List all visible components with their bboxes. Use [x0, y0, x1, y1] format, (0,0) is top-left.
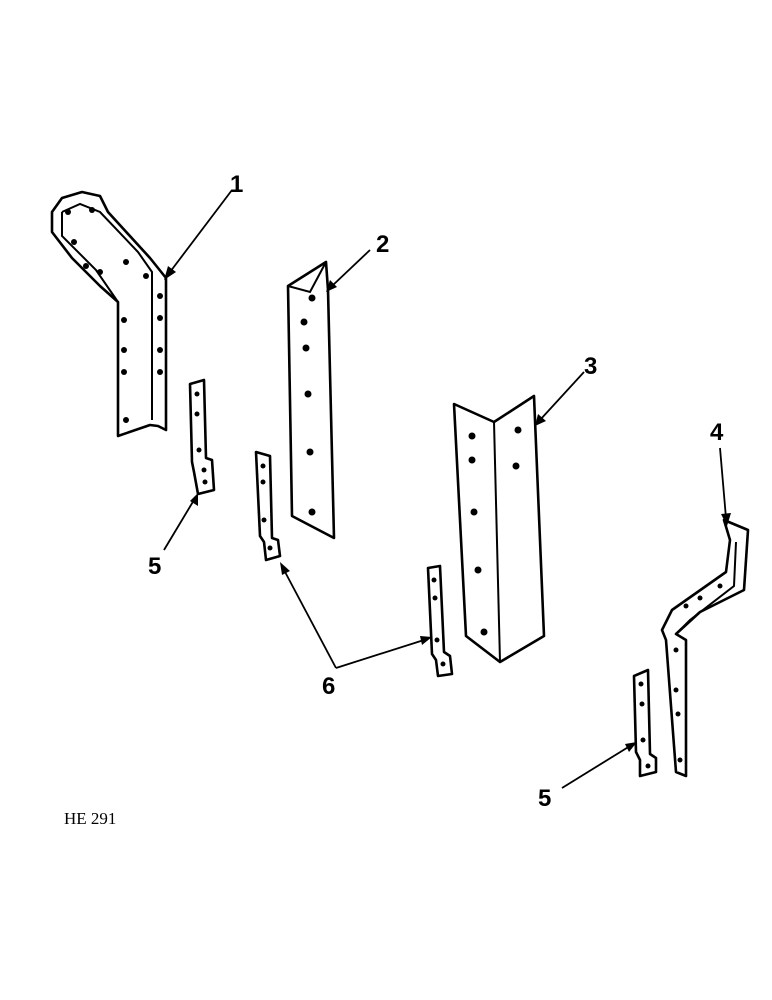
callout-3: 3: [584, 353, 597, 380]
part-5-strap-right: [632, 668, 658, 778]
callout-4: 4: [710, 419, 724, 446]
leader-6-left: [283, 569, 337, 669]
callout-5-upper: 5: [148, 553, 161, 580]
part-4-offset-bracket: [660, 518, 750, 778]
leader-3-arrow: [535, 414, 546, 426]
leader-4: [719, 447, 727, 519]
leader-1-arrow: [164, 266, 176, 280]
leader-5-upper-arrow: [190, 493, 198, 506]
part-2-angle-strip: [286, 260, 336, 540]
leader-6-left-arrow: [280, 562, 290, 575]
leader-5-upper: [163, 499, 195, 551]
callout-1: 1: [230, 171, 243, 198]
leader-lines: [163, 189, 731, 789]
leader-1: [169, 189, 233, 273]
callout-5-lower: 5: [538, 785, 551, 812]
part-6-strap-left: [254, 450, 282, 562]
part-1-offset-bracket: [50, 190, 168, 438]
callout-6: 6: [322, 673, 335, 700]
leader-2: [331, 249, 371, 287]
leader-6-right: [335, 639, 425, 669]
leader-6-right-arrow: [420, 636, 432, 645]
leader-5-lower-arrow: [625, 742, 637, 752]
callout-2: 2: [376, 231, 389, 258]
part-5-strap-left: [188, 378, 216, 496]
figure-code: HE 291: [64, 809, 116, 828]
leader-2-arrow: [326, 280, 337, 292]
part-3-angle-post: [452, 394, 546, 664]
leader-4-arrow: [721, 513, 731, 526]
leader-3: [539, 371, 585, 421]
leader-5-lower: [561, 745, 631, 789]
part-6-strap-right: [426, 564, 454, 678]
